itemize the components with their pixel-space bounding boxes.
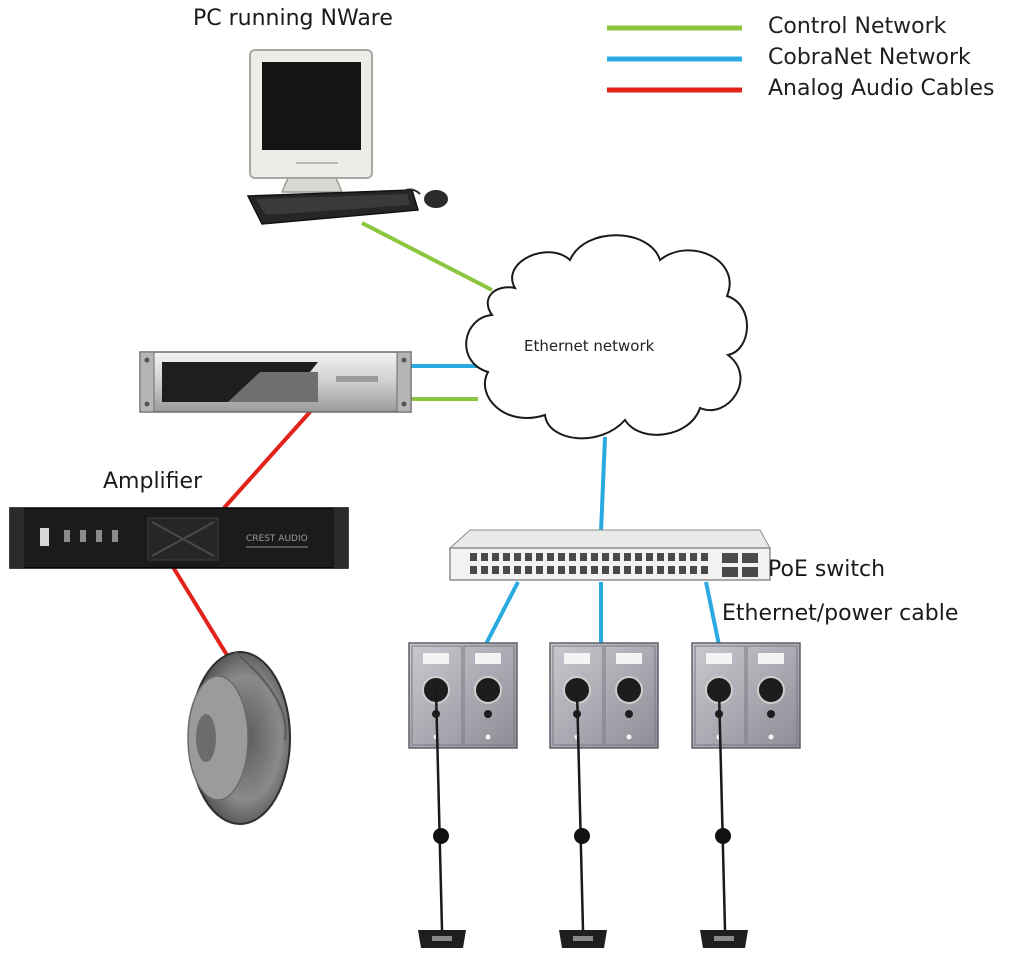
poe-switch-label: PoE switch bbox=[768, 557, 886, 582]
legend-label-analog: Analog Audio Cables bbox=[768, 76, 995, 101]
microphone-icon-1 bbox=[418, 689, 466, 948]
cable-label: Ethernet/power cable bbox=[722, 601, 959, 626]
amplifier-brand: CREST AUDIO bbox=[246, 534, 308, 544]
microphone-icon-3 bbox=[700, 689, 748, 948]
cable-analog-processor-amp bbox=[222, 401, 320, 510]
panel-icon-3 bbox=[691, 642, 801, 749]
cable-cobranet-panel-3 bbox=[704, 581, 721, 646]
cloud-label: Ethernet network bbox=[524, 337, 655, 355]
microphone-icon-2 bbox=[559, 689, 607, 948]
pc-icon bbox=[246, 49, 448, 225]
panel-icon-1 bbox=[408, 642, 518, 749]
processor-icon bbox=[139, 351, 412, 413]
amplifier-label: Amplifier bbox=[103, 469, 203, 494]
cable-control-pc bbox=[361, 221, 493, 292]
amplifier-icon: CREST AUDIO bbox=[9, 507, 349, 569]
legend-label-control: Control Network bbox=[768, 14, 947, 39]
speaker-icon bbox=[187, 651, 291, 825]
cable-cobranet-panel-1 bbox=[484, 581, 520, 645]
cable-cobranet-switch bbox=[599, 436, 607, 533]
panel-icon-2 bbox=[549, 642, 659, 749]
pc-label: PC running NWare bbox=[193, 6, 393, 31]
legend-label-cobranet: CobraNet Network bbox=[768, 45, 971, 70]
cloud-icon bbox=[465, 234, 748, 440]
switch-icon bbox=[448, 529, 771, 581]
